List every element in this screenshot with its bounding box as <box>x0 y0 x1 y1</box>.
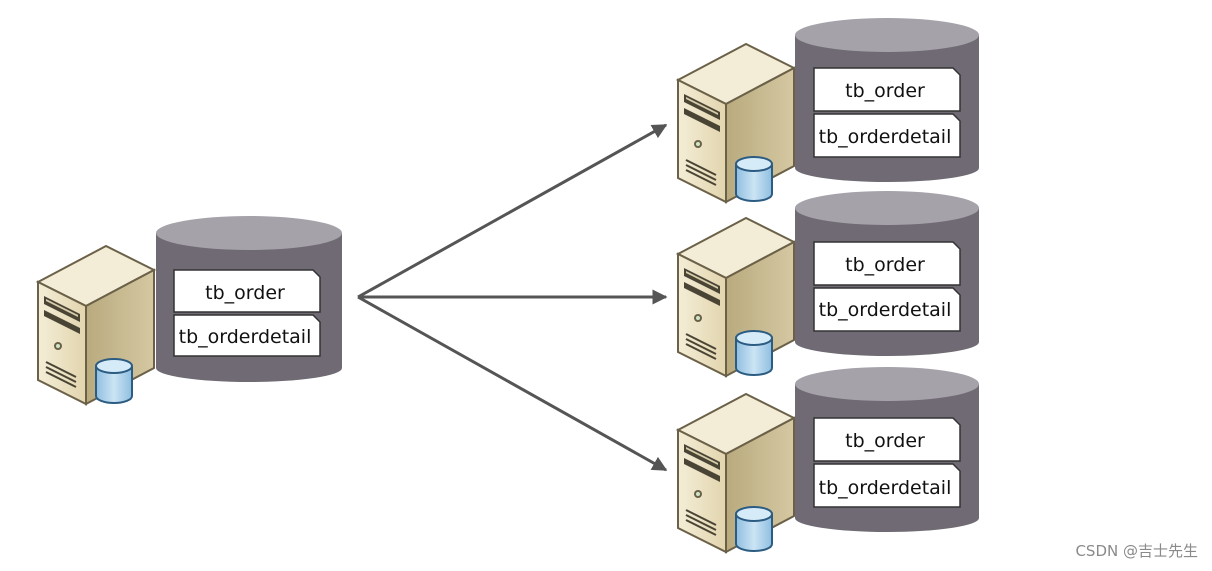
watermark: CSDN @吉士先生 <box>1075 542 1198 560</box>
table-label: tb_orderdetail <box>819 126 952 148</box>
server-icon <box>677 217 795 377</box>
source-database: tb_order tb_orderdetail <box>156 216 342 382</box>
table-label: tb_orderdetail <box>179 326 312 348</box>
target-database: tb_order tb_orderdetail <box>795 367 979 532</box>
replication-arrows <box>357 123 668 472</box>
target-node-3: tb_order tb_orderdetail <box>677 367 979 553</box>
source-node: tb_order tb_orderdetail <box>37 216 342 405</box>
table-label: tb_orderdetail <box>819 299 952 321</box>
target-database: tb_order tb_orderdetail <box>795 191 979 356</box>
table-card-tb-orderdetail: tb_orderdetail <box>813 287 961 332</box>
table-label: tb_order <box>845 430 925 452</box>
table-label: tb_order <box>845 80 925 102</box>
table-label: tb_orderdetail <box>819 477 952 499</box>
target-database: tb_order tb_orderdetail <box>795 18 979 182</box>
table-card-tb-orderdetail: tb_orderdetail <box>813 113 961 158</box>
table-label: tb_order <box>205 282 285 304</box>
target-node-2: tb_order tb_orderdetail <box>677 191 979 377</box>
arrow-to-target-3 <box>357 295 668 472</box>
table-card-tb-order: tb_order <box>813 241 961 286</box>
arrow-to-target-1 <box>357 123 668 299</box>
table-card-tb-order: tb_order <box>813 67 961 112</box>
server-icon <box>677 393 795 553</box>
table-card-tb-order: tb_order <box>813 417 961 462</box>
table-label: tb_order <box>845 254 925 276</box>
target-node-1: tb_order tb_orderdetail <box>677 18 979 203</box>
server-icon <box>677 43 795 203</box>
table-card-tb-orderdetail: tb_orderdetail <box>173 314 321 357</box>
table-card-tb-orderdetail: tb_orderdetail <box>813 463 961 508</box>
server-icon <box>37 245 155 405</box>
table-card-tb-order: tb_order <box>173 269 321 313</box>
